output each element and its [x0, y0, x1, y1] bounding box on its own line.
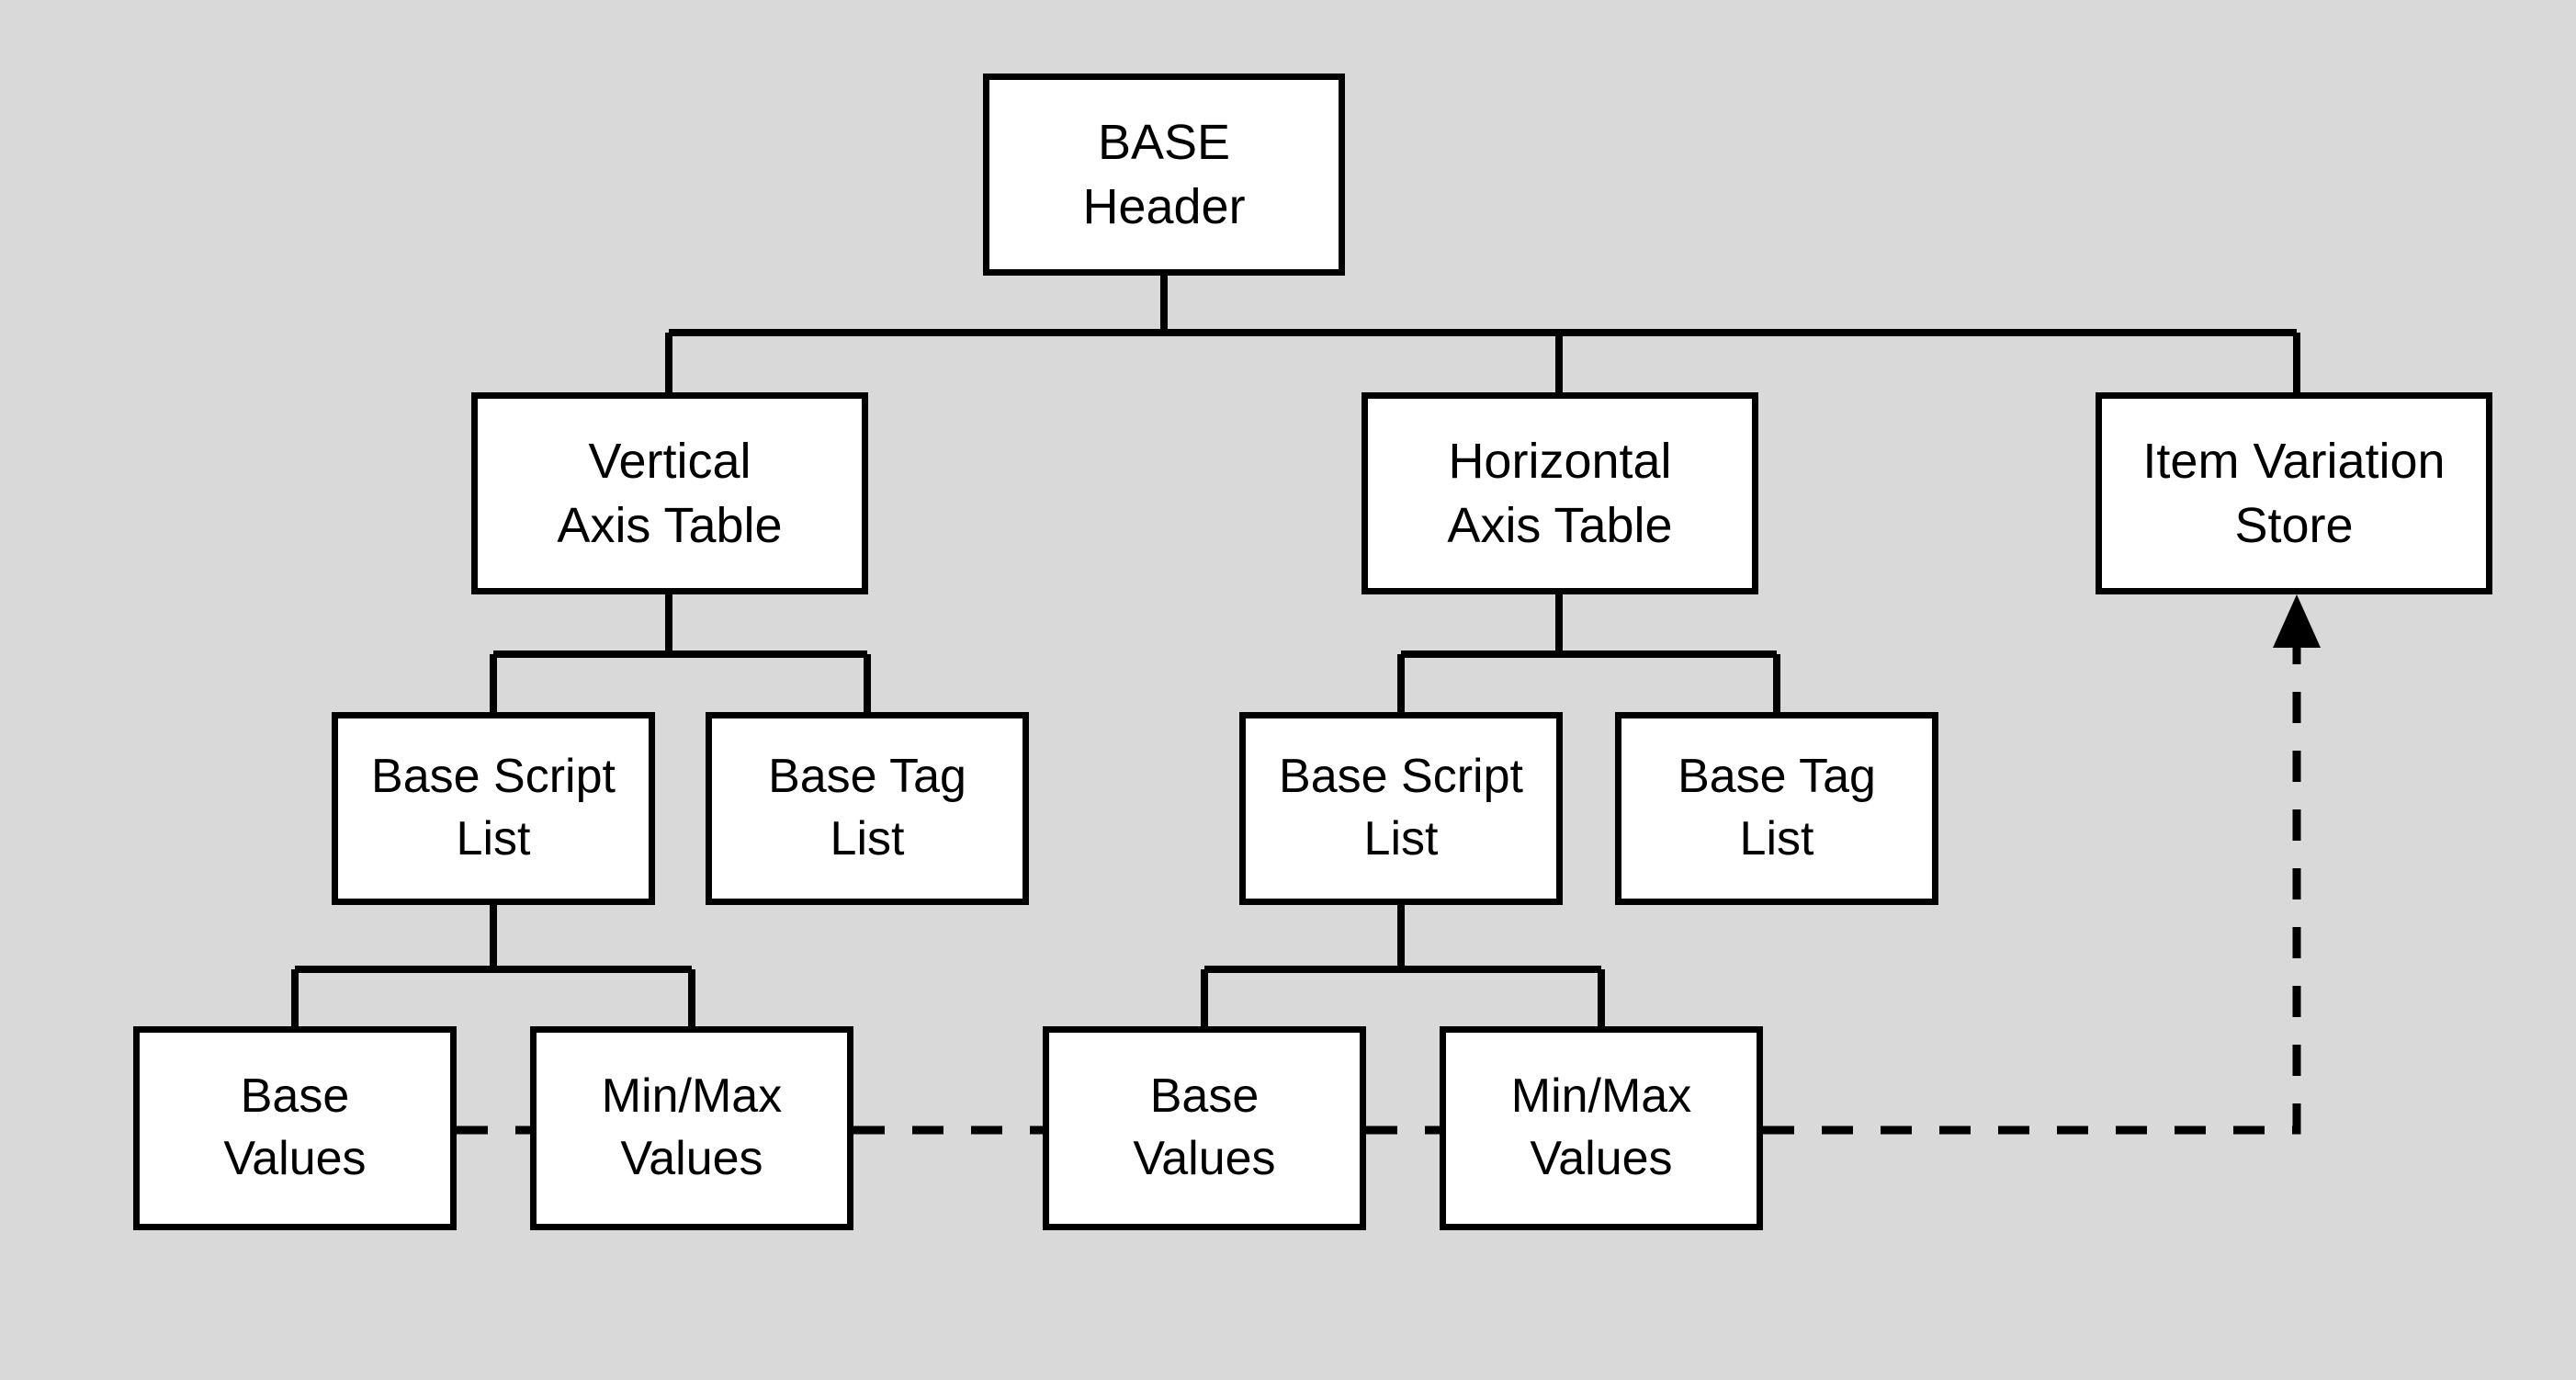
solid-connector-group: [291, 276, 2300, 1026]
node-label-line1: Base Tag: [1678, 750, 1876, 804]
node-label-line2: List: [456, 812, 531, 865]
node-label-line1: Base: [240, 1069, 350, 1124]
node-label-line1: Base Script: [371, 750, 616, 804]
node-label-line1: BASE: [1097, 114, 1231, 170]
node-label-line2: Values: [1133, 1132, 1276, 1185]
arrowhead-group: [2273, 594, 2321, 648]
node-label-line2: Store: [2234, 498, 2354, 553]
dashed-connector-group: [457, 634, 2301, 1135]
node-label-line1: Min/Max: [601, 1069, 783, 1124]
node-label-line2: Axis Table: [1447, 498, 1673, 553]
node-label-line1: Base Tag: [768, 750, 966, 804]
node-label-line2: List: [1363, 812, 1439, 865]
arrowhead-icon: [2273, 594, 2321, 648]
node-label-line2: List: [1739, 812, 1814, 865]
connector-dash-minmax-to-store: [1763, 634, 2301, 1135]
node-label-line1: Min/Max: [1510, 1069, 1692, 1124]
node-label-line1: Base: [1149, 1069, 1260, 1124]
node-label-line1: Horizontal: [1448, 433, 1672, 489]
node-label-line2: Values: [1530, 1132, 1673, 1185]
node-label-line1: Vertical: [588, 433, 751, 489]
node-base-header[interactable]: BASE Header: [983, 74, 1345, 276]
node-label-line1: Base Script: [1279, 750, 1523, 804]
node-label-line2: Axis Table: [557, 498, 783, 553]
node-label-line2: Header: [1082, 179, 1246, 234]
node-label-line1: Item Variation: [2142, 433, 2446, 489]
node-label-line2: Values: [620, 1132, 763, 1185]
node-label-line2: Values: [223, 1132, 367, 1185]
node-label-line2: List: [830, 812, 905, 865]
